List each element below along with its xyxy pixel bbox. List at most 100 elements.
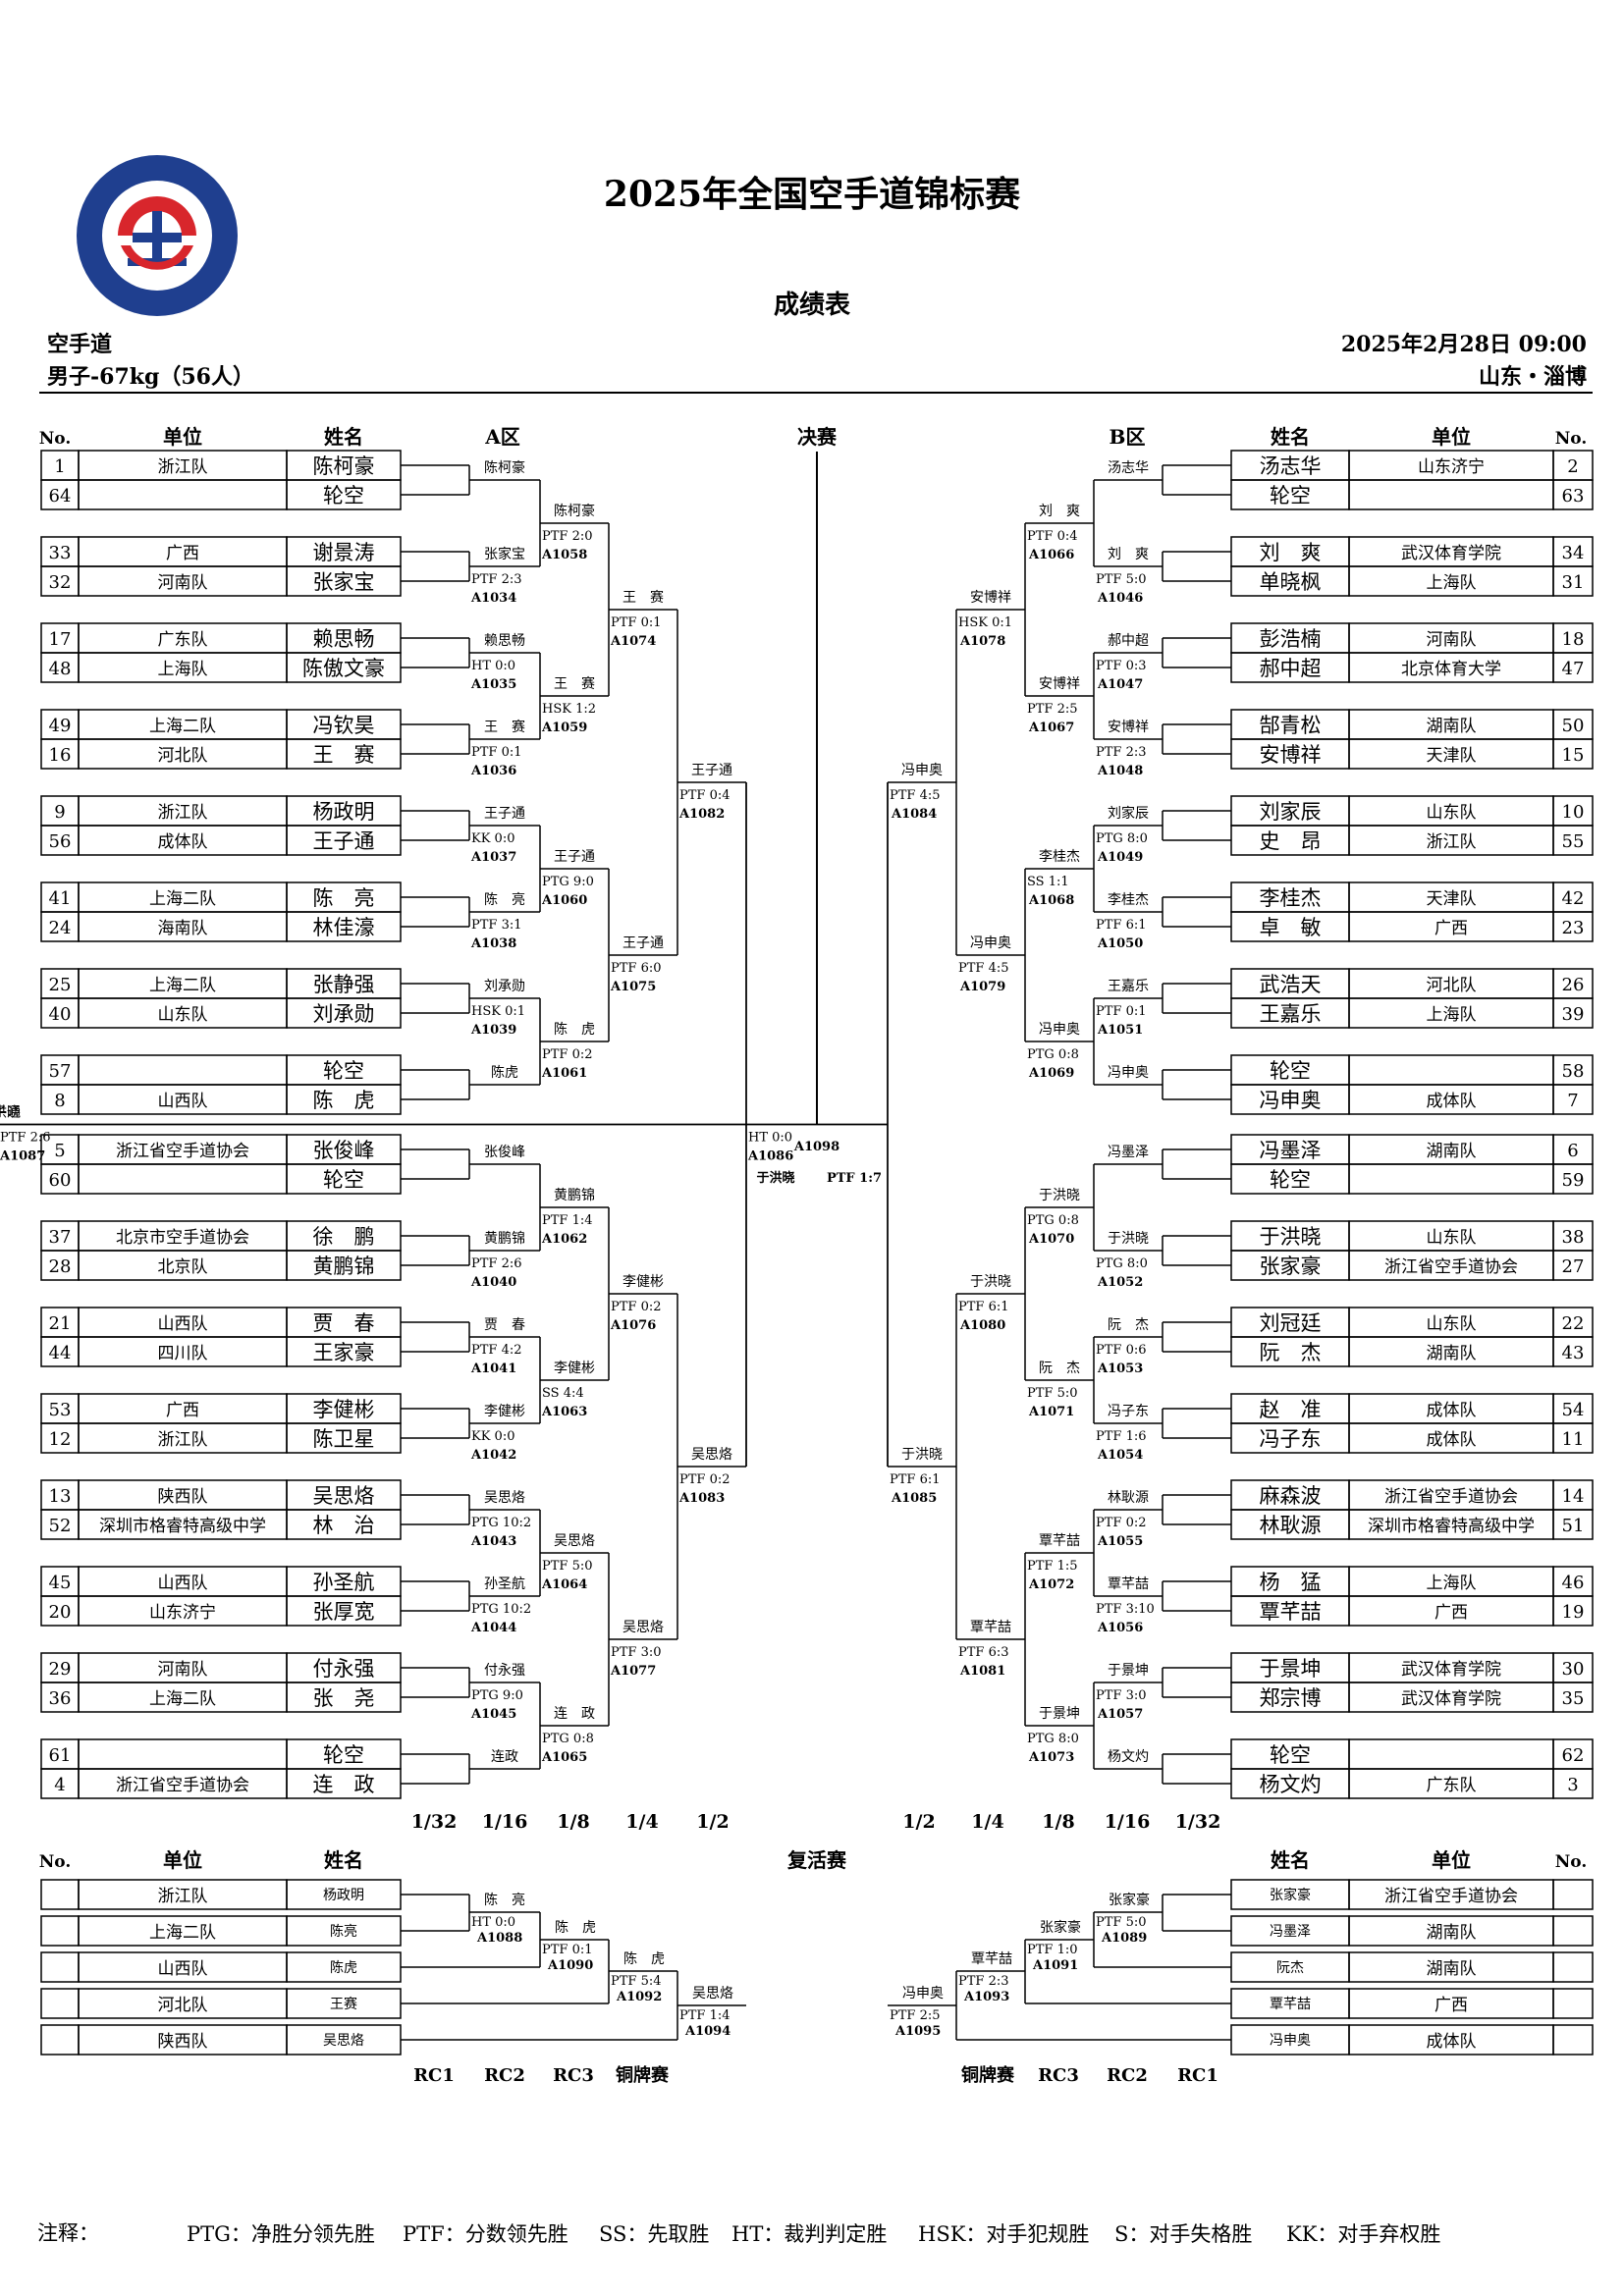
match-result: PTF 2:5 <box>1027 702 1078 717</box>
rep-round-label: 铜牌赛 <box>961 2064 1015 2086</box>
entry-no-cell <box>1552 997 1594 1029</box>
entry-name: 麻森波 <box>1260 1484 1322 1508</box>
entry-name: 安博祥 <box>1260 743 1322 767</box>
entry-unit: 武汉体育学院 <box>1401 1689 1501 1709</box>
entry-unit: 深圳市格睿特高级中学 <box>1368 1517 1535 1536</box>
entry-unit: 武汉体育学院 <box>1401 544 1501 563</box>
rep-bout: A1091 <box>1032 1958 1078 1973</box>
match-winner: 安博祥 <box>1108 719 1149 735</box>
col-header-unit-right: 单位 <box>1432 425 1471 449</box>
match-winner: 覃芊喆 <box>1039 1533 1080 1549</box>
entry-name: 杨 猛 <box>1260 1571 1322 1594</box>
bout-id: A1083 <box>678 1491 725 1506</box>
entry-no: 25 <box>49 975 72 995</box>
match-winner: 于洪晓 <box>0 1105 21 1121</box>
match-result: PTG 10:2 <box>471 1516 531 1530</box>
entry-unit: 天津队 <box>1427 746 1477 766</box>
entry-no: 15 <box>1562 745 1585 766</box>
rep-unit: 山西队 <box>158 1959 208 1979</box>
entry-no: 58 <box>1562 1061 1585 1082</box>
match-winner: 覃芊喆 <box>1108 1576 1149 1592</box>
match-result: PTF 6:1 <box>1096 918 1147 933</box>
match-winner: 于洪晓 <box>970 1274 1011 1290</box>
entry-name: 刘家辰 <box>1260 800 1322 824</box>
entry-unit: 北京体育大学 <box>1401 660 1501 679</box>
entry-name: 轮空 <box>323 1168 364 1192</box>
entry-no: 24 <box>49 918 72 938</box>
entry-unit: 广西 <box>1435 919 1468 938</box>
rep-round-label: RC1 <box>1177 2065 1218 2086</box>
match-winner: 于洪晓 <box>1108 1231 1149 1247</box>
match-result: PTF 2:6 <box>471 1256 522 1271</box>
entry-no: 54 <box>1562 1400 1585 1420</box>
entry-no-cell <box>1552 479 1594 510</box>
match-result: PTF 0:4 <box>679 788 731 803</box>
entry-no: 10 <box>1562 802 1585 823</box>
match-result: PTF 6:3 <box>958 1645 1009 1660</box>
bout-id: A1072 <box>1028 1577 1074 1592</box>
match-winner: 杨文灼 <box>1108 1749 1149 1765</box>
entry-unit-cell <box>1348 1738 1554 1770</box>
entry-unit: 广西 <box>1435 1603 1468 1623</box>
match-result: PTF 0:1 <box>611 615 662 630</box>
entry-name: 陈柯豪 <box>313 454 375 478</box>
entry-unit: 上海二队 <box>149 1689 216 1709</box>
match-result: PTF 3:0 <box>1096 1688 1147 1703</box>
round-label: 1/16 <box>1105 1811 1151 1833</box>
entry-name: 冯墨泽 <box>1260 1139 1322 1162</box>
entry-no: 5 <box>54 1141 65 1161</box>
match-winner: 陈 虎 <box>554 1021 595 1038</box>
entry-name: 武浩天 <box>1260 973 1322 996</box>
match-winner: 冯申奥 <box>1108 1064 1149 1081</box>
match-result: PTG 8:0 <box>1096 1256 1148 1271</box>
entry-no: 38 <box>1562 1227 1585 1248</box>
round-label: 1/16 <box>482 1811 528 1833</box>
match-winner: 吴思烙 <box>691 1447 732 1463</box>
rep-unit: 上海二队 <box>149 1923 216 1943</box>
match-winner: 陈柯豪 <box>554 503 595 519</box>
entry-no: 56 <box>49 831 72 852</box>
entry-name: 陈卫星 <box>313 1427 375 1451</box>
match-winner: 王子通 <box>0 1105 21 1121</box>
match-result: KK 0:0 <box>471 1429 514 1444</box>
bout-id: A1058 <box>541 548 587 562</box>
entry-name: 轮空 <box>1270 1743 1311 1767</box>
col-header-zone-a: A区 <box>484 425 520 449</box>
match-result: HSK 1:2 <box>542 702 596 717</box>
entry-name: 谢景涛 <box>313 541 375 564</box>
entry-unit: 陕西队 <box>158 1487 208 1507</box>
entry-no: 51 <box>1562 1516 1585 1536</box>
match-result: PTF 6:1 <box>958 1300 1009 1314</box>
rep-no-cell <box>1552 1951 1594 1983</box>
round-label: 1/32 <box>1175 1811 1221 1833</box>
match-result: PTF 3:10 <box>1096 1602 1155 1617</box>
rep-name: 覃芊喆 <box>1270 1997 1311 2012</box>
entry-no: 32 <box>49 572 72 593</box>
entry-name: 郑宗博 <box>1260 1686 1322 1710</box>
entry-unit-cell <box>78 1163 288 1195</box>
rep-col-no-right: No. <box>1555 1852 1588 1872</box>
footnote-label: 注释： <box>37 2221 99 2245</box>
round-label: 1/32 <box>411 1811 458 1833</box>
bout-id: A1056 <box>1097 1621 1143 1635</box>
entry-unit: 湖南队 <box>1427 1142 1477 1161</box>
match-winner: 刘承勋 <box>484 979 525 994</box>
match-winner: 王子通 <box>623 935 664 951</box>
match-winner: 张俊峰 <box>484 1145 525 1160</box>
col-header-final: 决赛 <box>797 425 838 449</box>
rep-bout: A1095 <box>894 2024 941 2039</box>
entry-unit: 上海二队 <box>149 976 216 995</box>
entry-no-cell <box>1552 1682 1594 1713</box>
entry-no: 7 <box>1567 1091 1578 1111</box>
rep-col-name: 姓名 <box>324 1848 363 1872</box>
match-winner: 付永强 <box>484 1663 525 1679</box>
venue-label: 山东・淄博 <box>1478 364 1587 390</box>
match-winner: 刘 爽 <box>1108 547 1149 562</box>
bout-id: A1074 <box>610 634 656 649</box>
match-winner: 安博祥 <box>1039 675 1080 692</box>
rep-unit: 湖南队 <box>1427 1959 1477 1979</box>
match-result: HSK 0:1 <box>958 615 1012 630</box>
match-result: HT 0:0 <box>748 1131 792 1146</box>
entry-name: 陈 虎 <box>313 1089 375 1112</box>
